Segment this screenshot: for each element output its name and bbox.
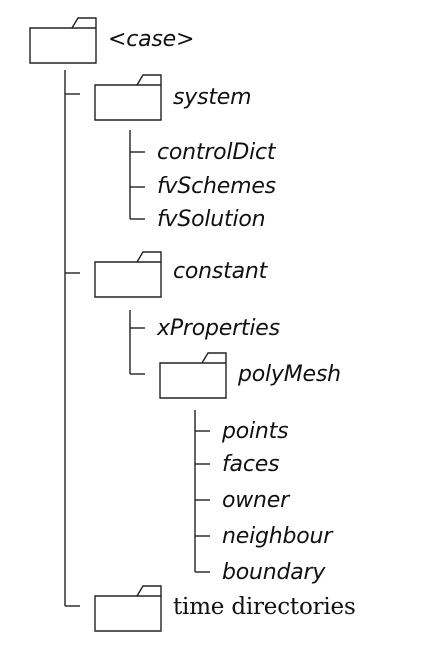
file-xproperties: xProperties (157, 316, 280, 341)
root-open-bracket: < (108, 27, 127, 52)
file-boundary: boundary (222, 560, 326, 585)
time-directories-label: time directories (173, 594, 356, 620)
folder-icon (29, 17, 97, 64)
polymesh-folder-label: polyMesh (238, 362, 341, 387)
file-fvsolution: fvSolution (157, 207, 266, 232)
system-folder-label: system (173, 85, 252, 110)
folder-icon (94, 74, 162, 121)
file-neighbour: neighbour (222, 524, 333, 549)
root-name: case (126, 27, 177, 52)
folder-icon (94, 585, 162, 632)
file-points: points (222, 419, 289, 444)
root-folder-label: <case> (108, 27, 194, 53)
folder-icon (94, 251, 162, 298)
file-owner: owner (222, 488, 289, 513)
root-close-bracket: > (176, 27, 195, 52)
folder-icon (159, 352, 227, 399)
file-fvschemes: fvSchemes (157, 174, 276, 199)
file-faces: faces (222, 452, 280, 477)
file-controldict: controlDict (157, 140, 276, 165)
constant-folder-label: constant (173, 259, 268, 284)
